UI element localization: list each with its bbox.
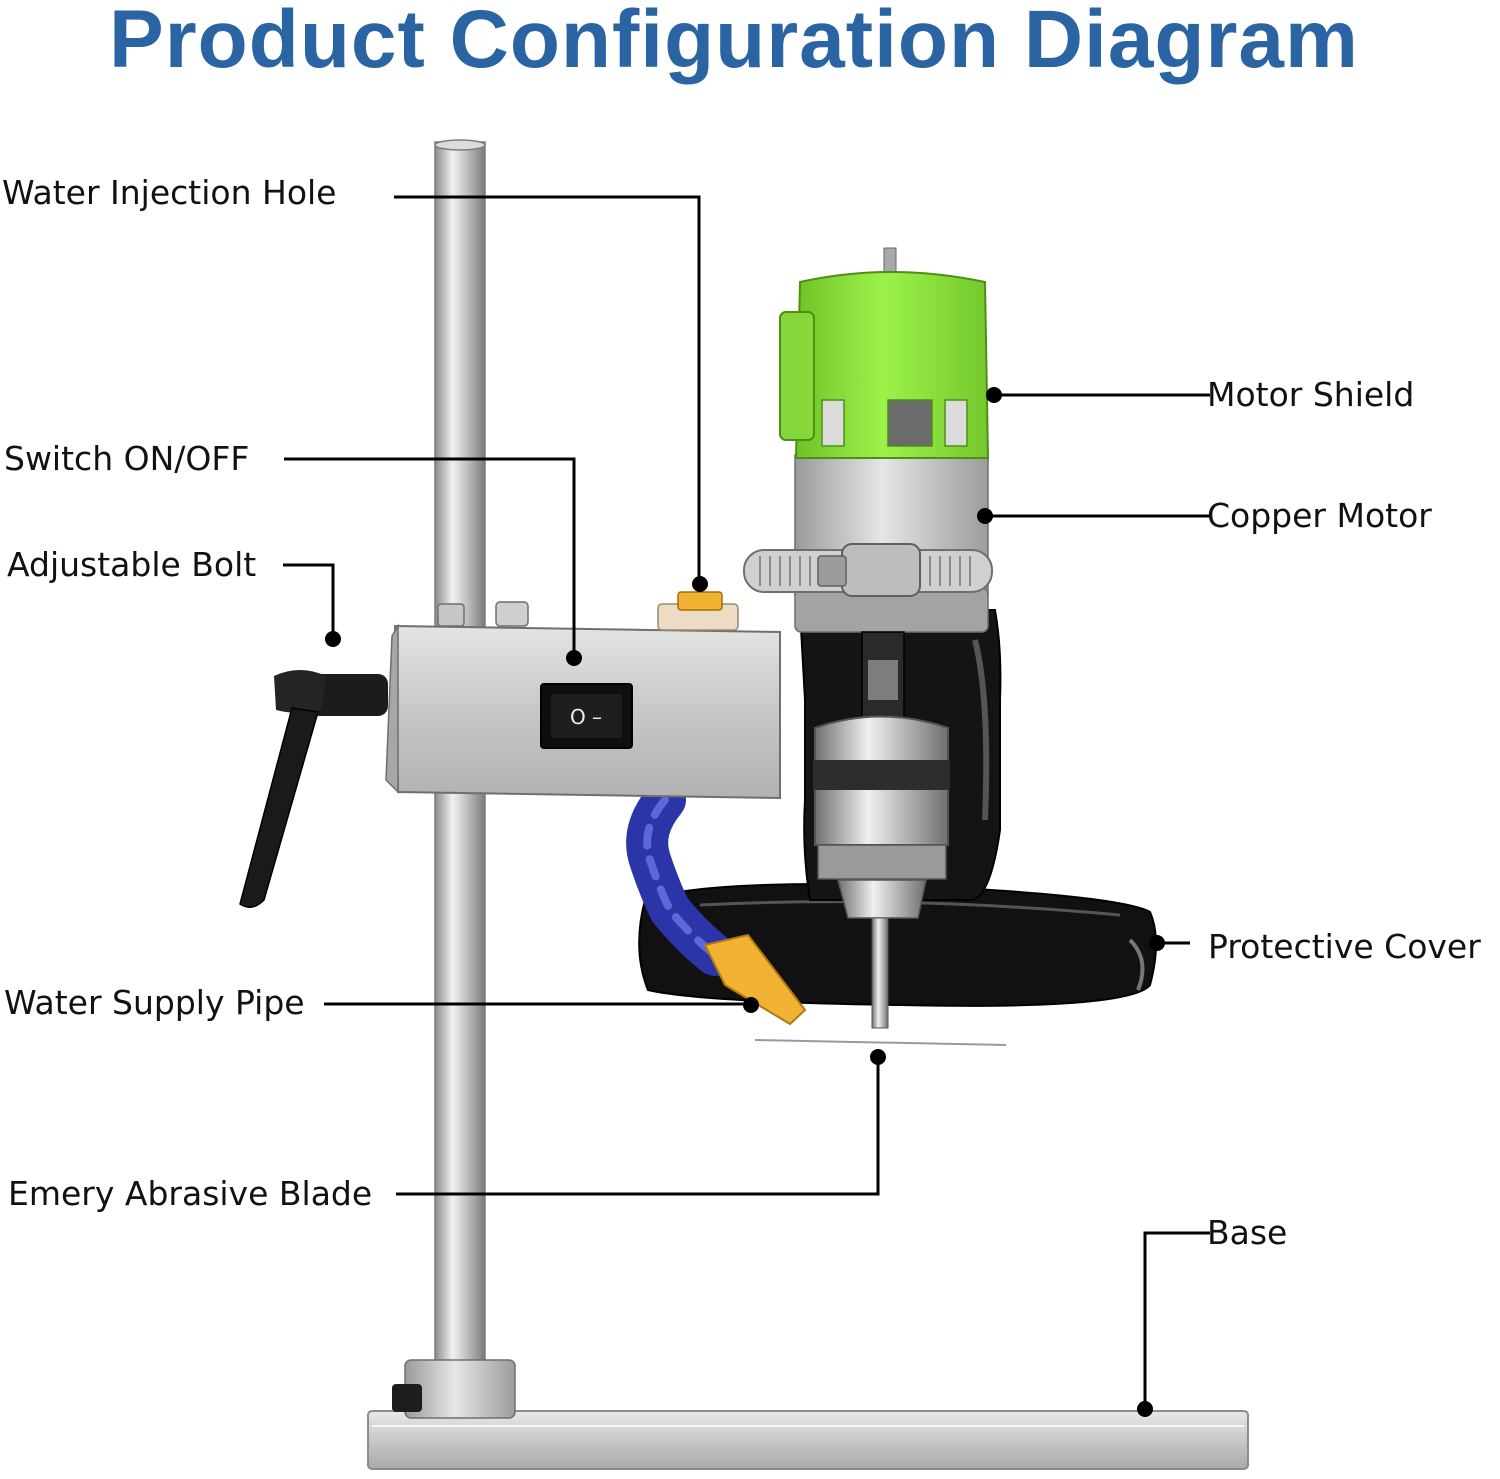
leader-base <box>1143 1231 1210 1408</box>
label-adjustable-bolt: Adjustable Bolt <box>7 545 257 584</box>
label-water-supply-pipe: Water Supply Pipe <box>4 983 305 1022</box>
leader-switch <box>284 457 576 657</box>
motor-shield-body <box>779 247 990 459</box>
page-title: Product Configuration Diagram <box>109 0 1359 85</box>
dot-base <box>1137 1401 1153 1417</box>
dot-protective-cover <box>1149 935 1165 951</box>
leader-water-injection-hole <box>394 195 701 583</box>
power-switch: O – <box>540 683 633 749</box>
label-protective-cover: Protective Cover <box>1208 927 1481 966</box>
label-emery-blade: Emery Abrasive Blade <box>8 1174 373 1213</box>
label-copper-motor: Copper Motor <box>1207 496 1432 535</box>
switch-symbols: O – <box>570 705 602 729</box>
dot-copper-motor <box>977 508 993 524</box>
dot-motor-shield <box>986 387 1002 403</box>
hose-clamp <box>743 543 993 597</box>
dot-water-supply-pipe <box>743 997 759 1013</box>
leader-adjustable-bolt <box>283 563 335 638</box>
dot-switch <box>566 650 582 666</box>
leader-dots <box>325 387 1165 1417</box>
label-base: Base <box>1207 1213 1288 1252</box>
rod-collar <box>392 1359 516 1419</box>
drill-chuck <box>754 631 1007 1046</box>
label-switch: Switch ON/OFF <box>4 439 250 478</box>
dot-water-injection-hole <box>692 576 708 592</box>
label-water-injection-hole: Water Injection Hole <box>2 173 337 212</box>
leader-emery-blade <box>396 1057 880 1196</box>
leader-lines <box>283 195 1210 1408</box>
adjustable-bolt-lever <box>239 670 388 908</box>
dot-adjustable-bolt <box>325 631 341 647</box>
label-motor-shield: Motor Shield <box>1207 375 1415 414</box>
base-plate <box>367 1410 1249 1470</box>
water-supply-pipe <box>626 779 807 1026</box>
dot-emery-blade <box>870 1049 886 1065</box>
